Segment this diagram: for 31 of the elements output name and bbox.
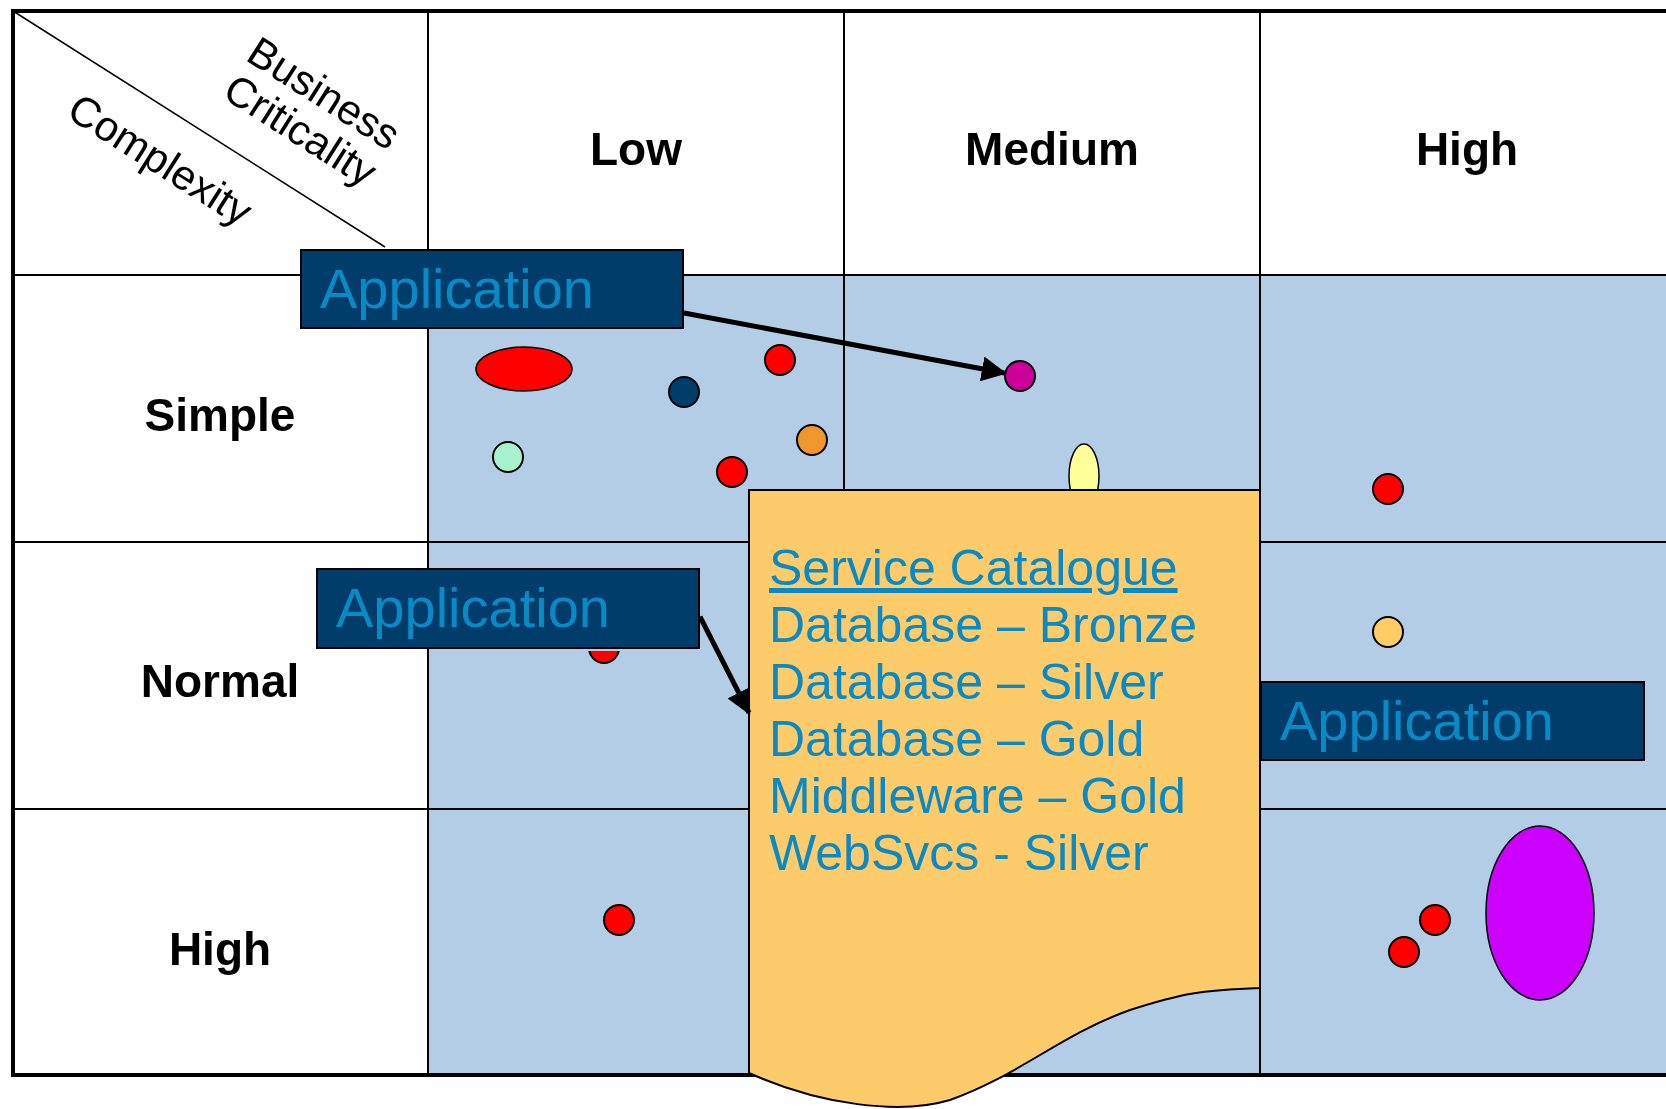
dot-marker — [1372, 616, 1404, 648]
application-box: Application — [1260, 681, 1645, 761]
document-shape — [749, 490, 1260, 1109]
link-text: Service Catalogue — [769, 540, 1178, 597]
column-header: Low — [590, 122, 682, 176]
column-header: High — [1415, 122, 1519, 176]
row-header: High — [168, 922, 272, 976]
list-item-text: Middleware – Gold — [769, 768, 1186, 825]
list-item-text: WebSvcs - Silver — [769, 825, 1149, 882]
row-header: Normal — [140, 654, 300, 708]
list-item-text: Database – Gold — [769, 711, 1145, 768]
dot-marker — [1372, 473, 1404, 505]
dot-marker — [1419, 904, 1451, 936]
arrow — [683, 310, 1007, 382]
dot-marker — [492, 441, 524, 473]
list-item-text: Database – Silver — [769, 654, 1164, 711]
ellipse-marker — [475, 346, 573, 392]
row-header: Simple — [144, 388, 296, 442]
list-item-text: Database – Bronze — [769, 597, 1198, 654]
dot-marker — [603, 904, 635, 936]
application-box: Application — [300, 249, 684, 329]
arrow — [697, 615, 752, 716]
dot-marker — [716, 456, 748, 488]
dot-marker — [796, 424, 828, 456]
dot-marker — [668, 376, 700, 408]
ellipse-marker — [1485, 825, 1595, 1001]
column-header: Medium — [965, 122, 1139, 176]
dot-marker — [1388, 936, 1420, 968]
dot-marker — [764, 344, 796, 376]
application-box: Application — [316, 568, 700, 649]
dot-marker — [1004, 360, 1036, 392]
